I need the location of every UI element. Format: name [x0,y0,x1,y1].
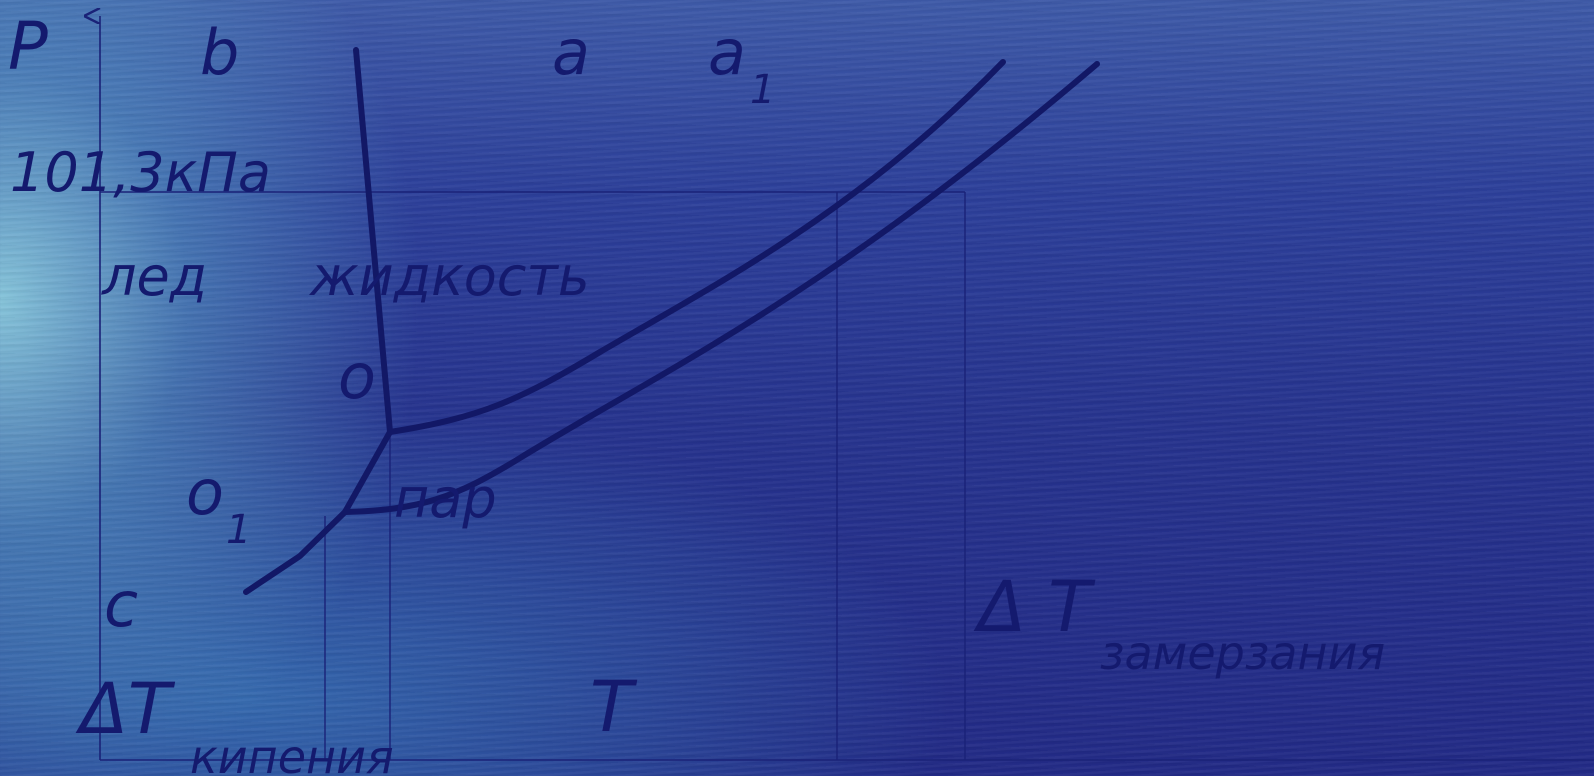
o-label: o [338,340,376,413]
delta-t-freezing-label: Δ T [978,566,1091,648]
a-label: a [552,16,590,89]
delta-t-boiling-label: ΔT [80,668,171,750]
b-label: b [200,16,240,89]
a1-subscript: 1 [750,67,776,113]
o1-label: o [186,456,224,529]
vapor-region-label: пар [394,467,497,530]
c-label: c [104,568,139,641]
t-axis-label: T [590,666,633,748]
a1-label: a [708,16,746,89]
delta-t-freezing-subscript: замерзания [1100,626,1386,680]
vaporization-curve-o1a1 [342,61,1100,515]
melting-curve-ob [353,47,393,435]
ice-region-label: лед [102,245,208,308]
o1-subscript: 1 [226,507,252,553]
liquid-region-label: жидкость [310,245,590,308]
pressure-value-label: 101,3кПа [10,141,271,204]
sublimation-curve-oc [243,429,393,595]
p-axis-label: P [8,8,48,85]
vaporization-curve-oa [387,59,1006,435]
delta-t-boiling-subscript: кипения [190,730,394,776]
